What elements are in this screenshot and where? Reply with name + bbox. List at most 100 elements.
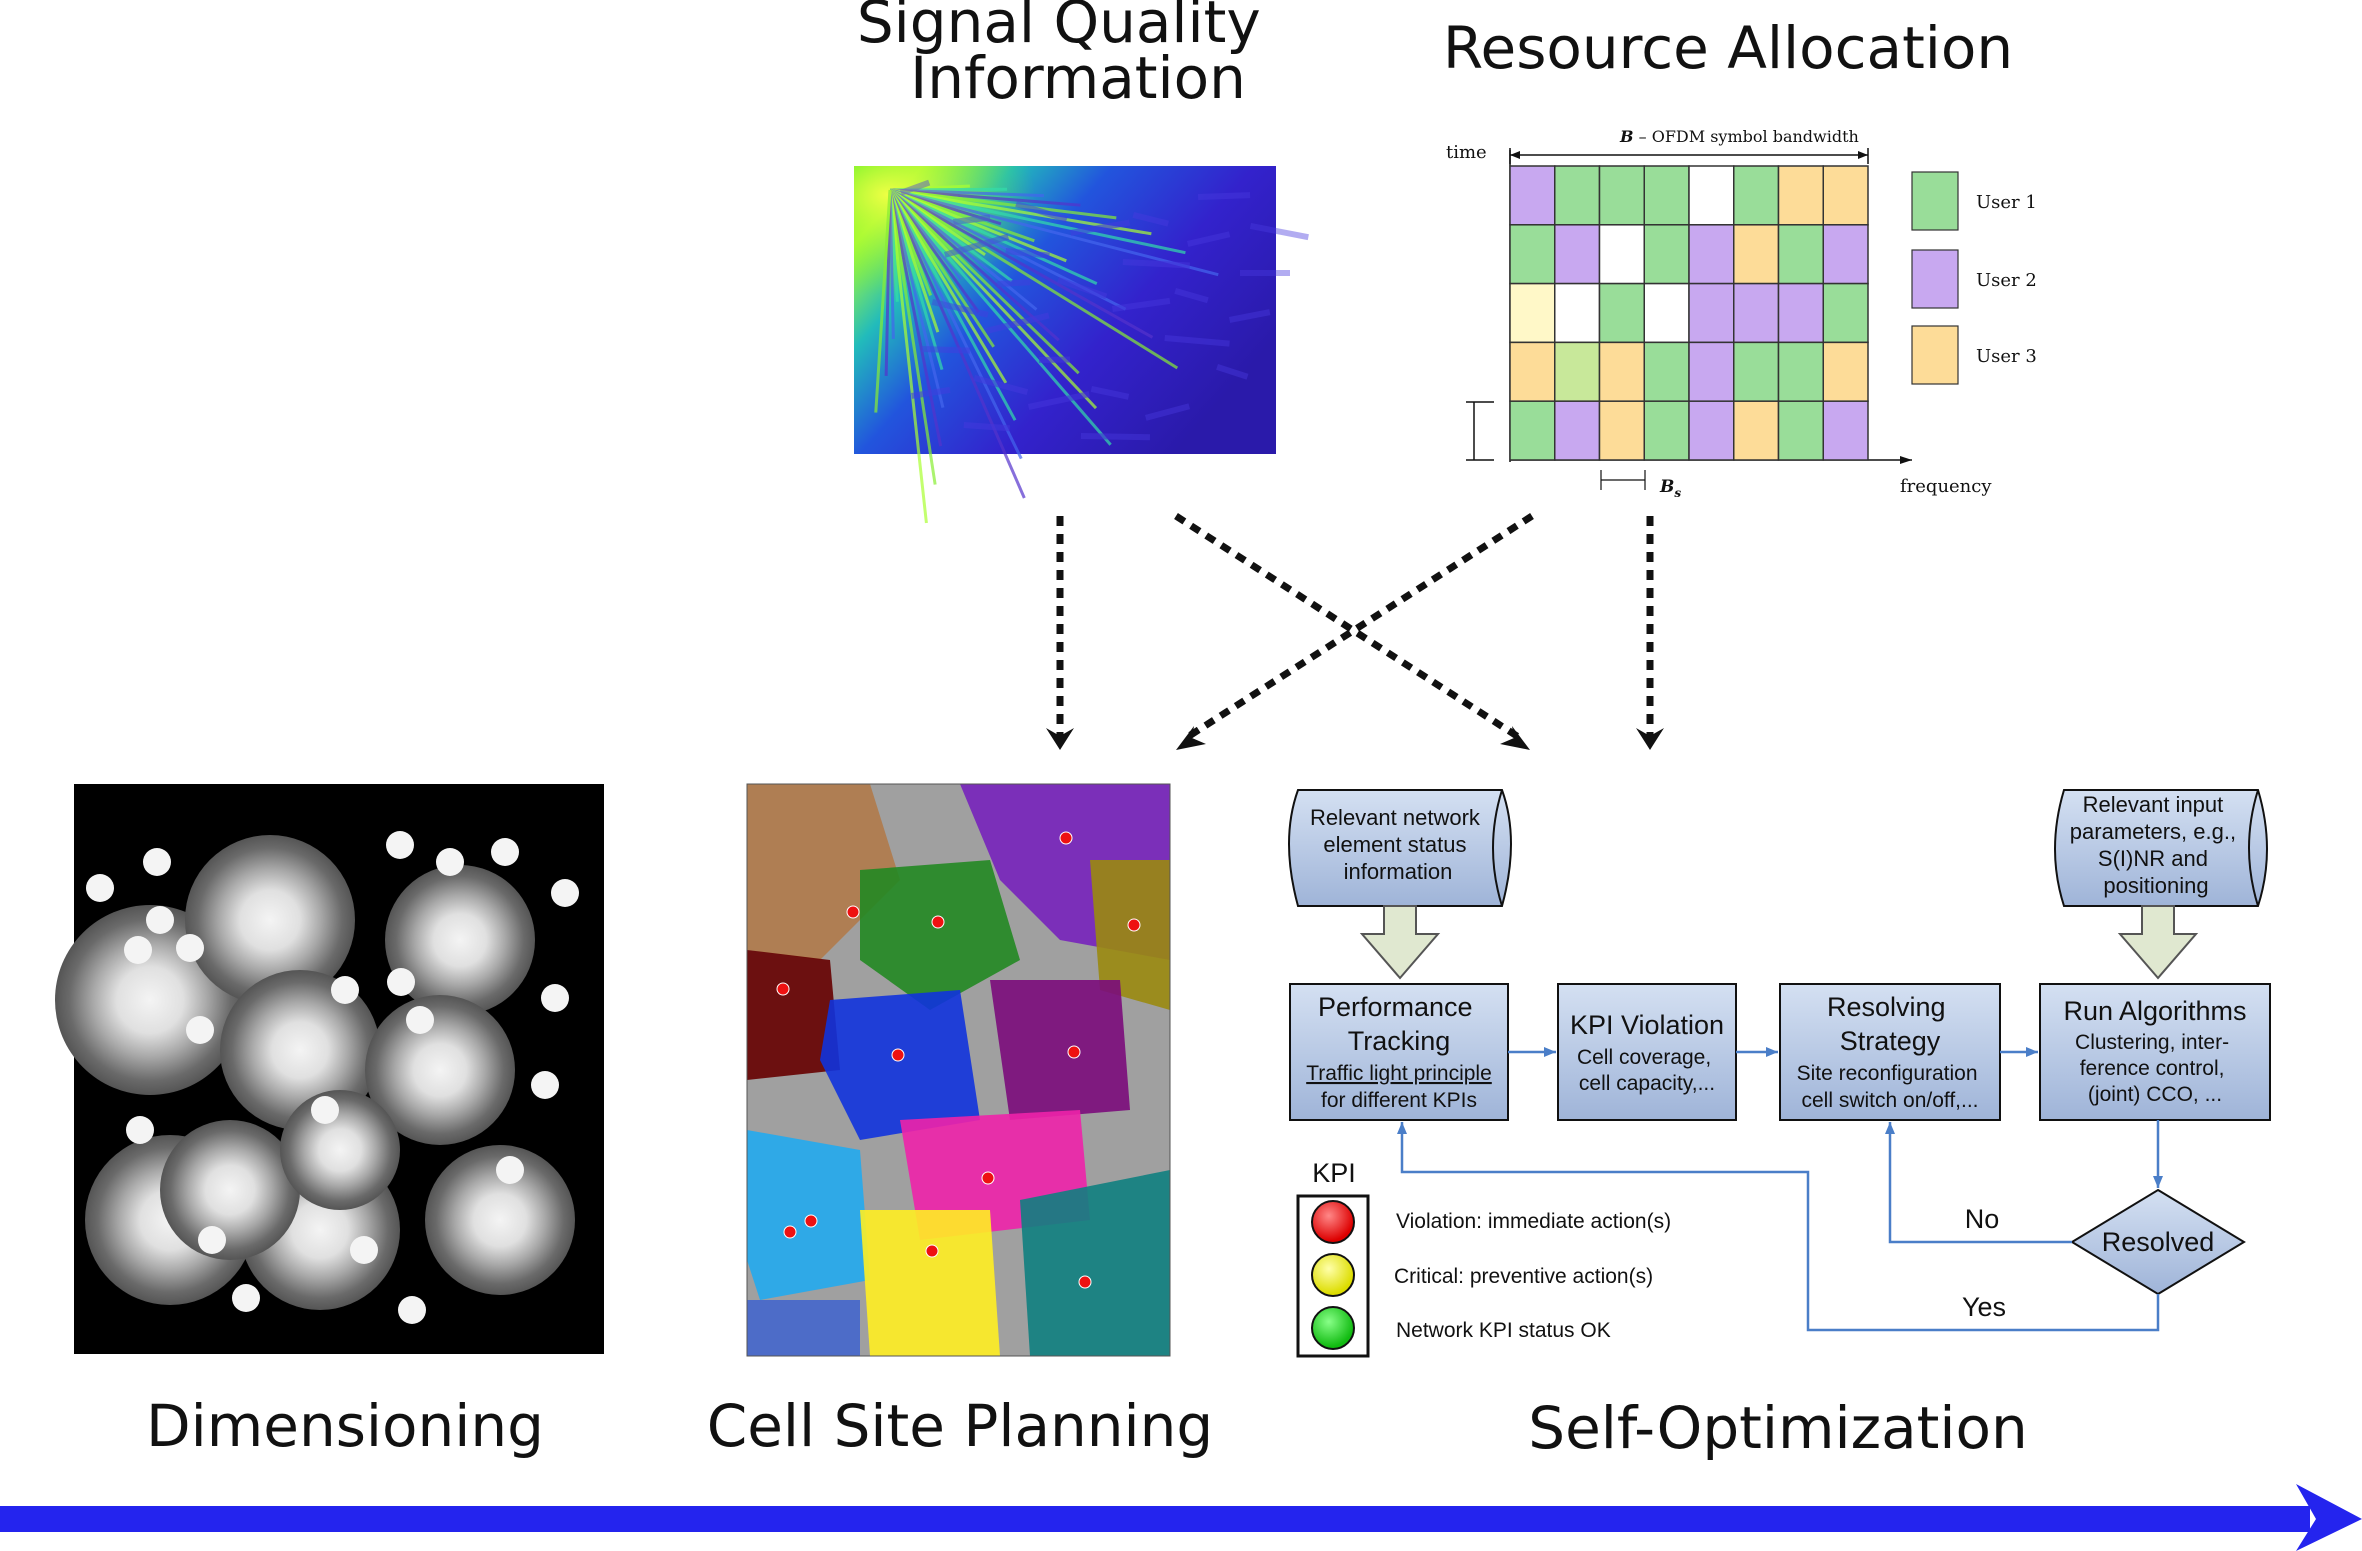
- grid-cell: [1822, 400, 1869, 461]
- planning-region: [860, 860, 1020, 1010]
- red-light-icon: [1311, 1200, 1355, 1244]
- svg-text:Clustering, inter- fer: Clustering, inter- ference control, (joi…: [2075, 1031, 2235, 1106]
- base-station-site: [931, 915, 945, 929]
- small-cell: [331, 976, 359, 1004]
- legend-label-user1: User 1: [1976, 192, 2037, 213]
- small-cell: [232, 1284, 260, 1312]
- process-timeline-arrow: [0, 1484, 2362, 1551]
- grid-cell: [1509, 341, 1556, 402]
- input-right-text: Relevant input parameters, e.g., S(I)NR …: [2070, 792, 2242, 898]
- grid-cell: [1643, 165, 1690, 226]
- svg-text:Run Algorithms: Run Algorithms: [2063, 996, 2246, 1026]
- coverage-cell: [160, 1120, 300, 1260]
- grid-cell: [1598, 282, 1645, 344]
- signal-building: [1132, 211, 1169, 227]
- flowchart: Relevant network element status informat…: [1288, 789, 2271, 1358]
- kpi-critical-legend: Critical: preventive action(s): [1394, 1265, 1653, 1288]
- signal-quality-line1: Signal Quality: [857, 0, 1261, 56]
- signal-streak: [889, 188, 1098, 285]
- yellow-light-icon: [1311, 1253, 1355, 1297]
- base-station-site: [846, 905, 860, 919]
- planning-region: [860, 1210, 1000, 1356]
- small-cell: [86, 874, 114, 902]
- base-station-site: [981, 1171, 995, 1185]
- signal-building: [963, 421, 1010, 432]
- base-station-site: [1127, 918, 1141, 932]
- green-light-icon: [1311, 1306, 1355, 1350]
- coverage-cell: [365, 995, 515, 1145]
- signal-building: [973, 375, 1029, 396]
- grid-cell: [1554, 341, 1601, 402]
- small-cell: [491, 838, 519, 866]
- small-cell: [198, 1226, 226, 1254]
- grid-cell: [1822, 224, 1869, 285]
- input-cylinder-left: Relevant network element status informat…: [1288, 789, 1512, 907]
- svg-text:Performance Tracking: Performance Tracking: [1318, 992, 1480, 1056]
- performance-tracking-box: Performance Tracking Traffic light princ…: [1289, 983, 1509, 1121]
- planning-region: [1090, 860, 1170, 1010]
- grid-cell: [1643, 341, 1690, 402]
- signal-building: [1057, 277, 1108, 300]
- signal-building: [944, 233, 1010, 258]
- signal-streak: [888, 189, 943, 447]
- signal-building: [1090, 386, 1130, 400]
- signal-building: [1112, 297, 1171, 312]
- cell-site-planning-map: [746, 783, 1171, 1357]
- signal-building: [1039, 356, 1071, 363]
- signal-quality-map: [854, 166, 1309, 524]
- resource-allocation-heading: Resource Allocation: [1443, 14, 2013, 82]
- dotted-arrow-2: [1174, 513, 1522, 741]
- signal-streak: [889, 188, 1179, 370]
- small-cell: [406, 1006, 434, 1034]
- dimensioning-map: [55, 784, 604, 1354]
- self-optimization-heading: Self-Optimization: [1528, 1394, 2027, 1462]
- dotted-arrows: [1056, 513, 1654, 741]
- kpi-legend: KPI Violation: immediate action(s) Criti…: [1296, 1158, 1671, 1358]
- base-station-site: [891, 1048, 905, 1062]
- signal-building: [1005, 248, 1050, 259]
- signal-streak: [888, 189, 1026, 499]
- grid-cell: [1598, 165, 1645, 226]
- no-label: No: [1965, 1204, 2000, 1234]
- base-station-site: [1059, 831, 1073, 845]
- grid-cell: [1643, 400, 1690, 461]
- signal-building: [1070, 219, 1131, 236]
- resource-grid: time frequency B – OFDM symbol bandwidth…: [1446, 127, 2037, 500]
- small-cell: [146, 906, 174, 934]
- kpi-ok-legend: Network KPI status OK: [1396, 1319, 1611, 1342]
- small-cell: [311, 1096, 339, 1124]
- planning-region: [1020, 1170, 1170, 1356]
- svg-text:for different KPIs: for different KPIs: [1321, 1089, 1477, 1112]
- signal-streak: [888, 188, 1098, 410]
- grid-cell: [1554, 400, 1601, 461]
- signal-streak: [874, 189, 892, 413]
- base-station-site: [804, 1214, 818, 1228]
- grid-cell: [1733, 224, 1780, 285]
- base-station-site: [1067, 1045, 1081, 1059]
- signal-building: [1028, 391, 1090, 410]
- signal-building: [997, 279, 1031, 287]
- kpi-legend-title: KPI: [1312, 1158, 1356, 1188]
- resolved-decision: Resolved: [2070, 1188, 2246, 1296]
- small-cell: [436, 848, 464, 876]
- grid-cell: [1822, 165, 1869, 226]
- small-cell: [176, 934, 204, 962]
- grid-cell: [1509, 400, 1556, 461]
- base-station-site: [783, 1225, 797, 1239]
- small-cell: [496, 1156, 524, 1184]
- coverage-cell: [385, 865, 535, 1015]
- kpi-violation-box: KPI Violation Cell coverage, cell capaci…: [1557, 983, 1737, 1121]
- signal-streak: [888, 188, 1080, 375]
- grid-cell: [1554, 224, 1601, 285]
- signal-building: [900, 179, 931, 196]
- grid-cell: [1598, 400, 1645, 461]
- run-algorithms-box: Run Algorithms Clustering, inter- ferenc…: [2039, 983, 2271, 1121]
- coverage-cell: [185, 835, 355, 1005]
- small-cell: [398, 1296, 426, 1324]
- grid-cell: [1554, 165, 1601, 226]
- coverage-cell: [425, 1145, 575, 1295]
- input-left-text: Relevant network element status informat…: [1310, 805, 1486, 884]
- grid-cell: [1688, 165, 1735, 226]
- signal-building: [1080, 433, 1150, 441]
